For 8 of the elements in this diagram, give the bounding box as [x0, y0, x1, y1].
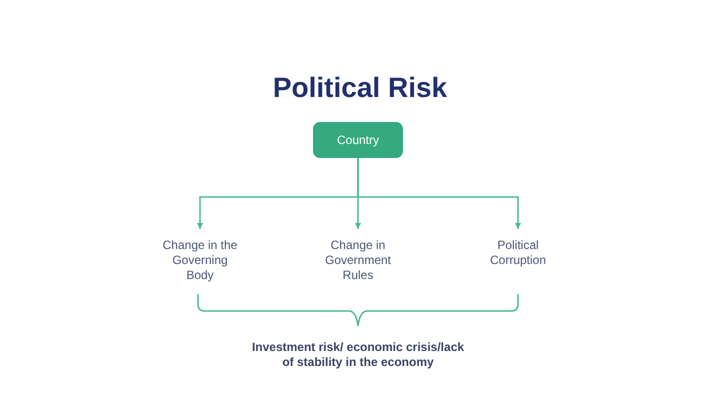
- outcome-note: Investment risk/ economic crisis/lack of stability in the economy: [250, 340, 466, 370]
- process-box: [313, 122, 403, 158]
- diagram-title: Political Risk: [272, 71, 448, 105]
- node-label: Political Corruption: [488, 238, 548, 268]
- connector-arrow: [357, 158, 521, 229]
- box-label: Country: [336, 132, 380, 148]
- node-label: Change in the Governing Body: [162, 238, 238, 283]
- node-label: Change in Government Rules: [324, 238, 392, 283]
